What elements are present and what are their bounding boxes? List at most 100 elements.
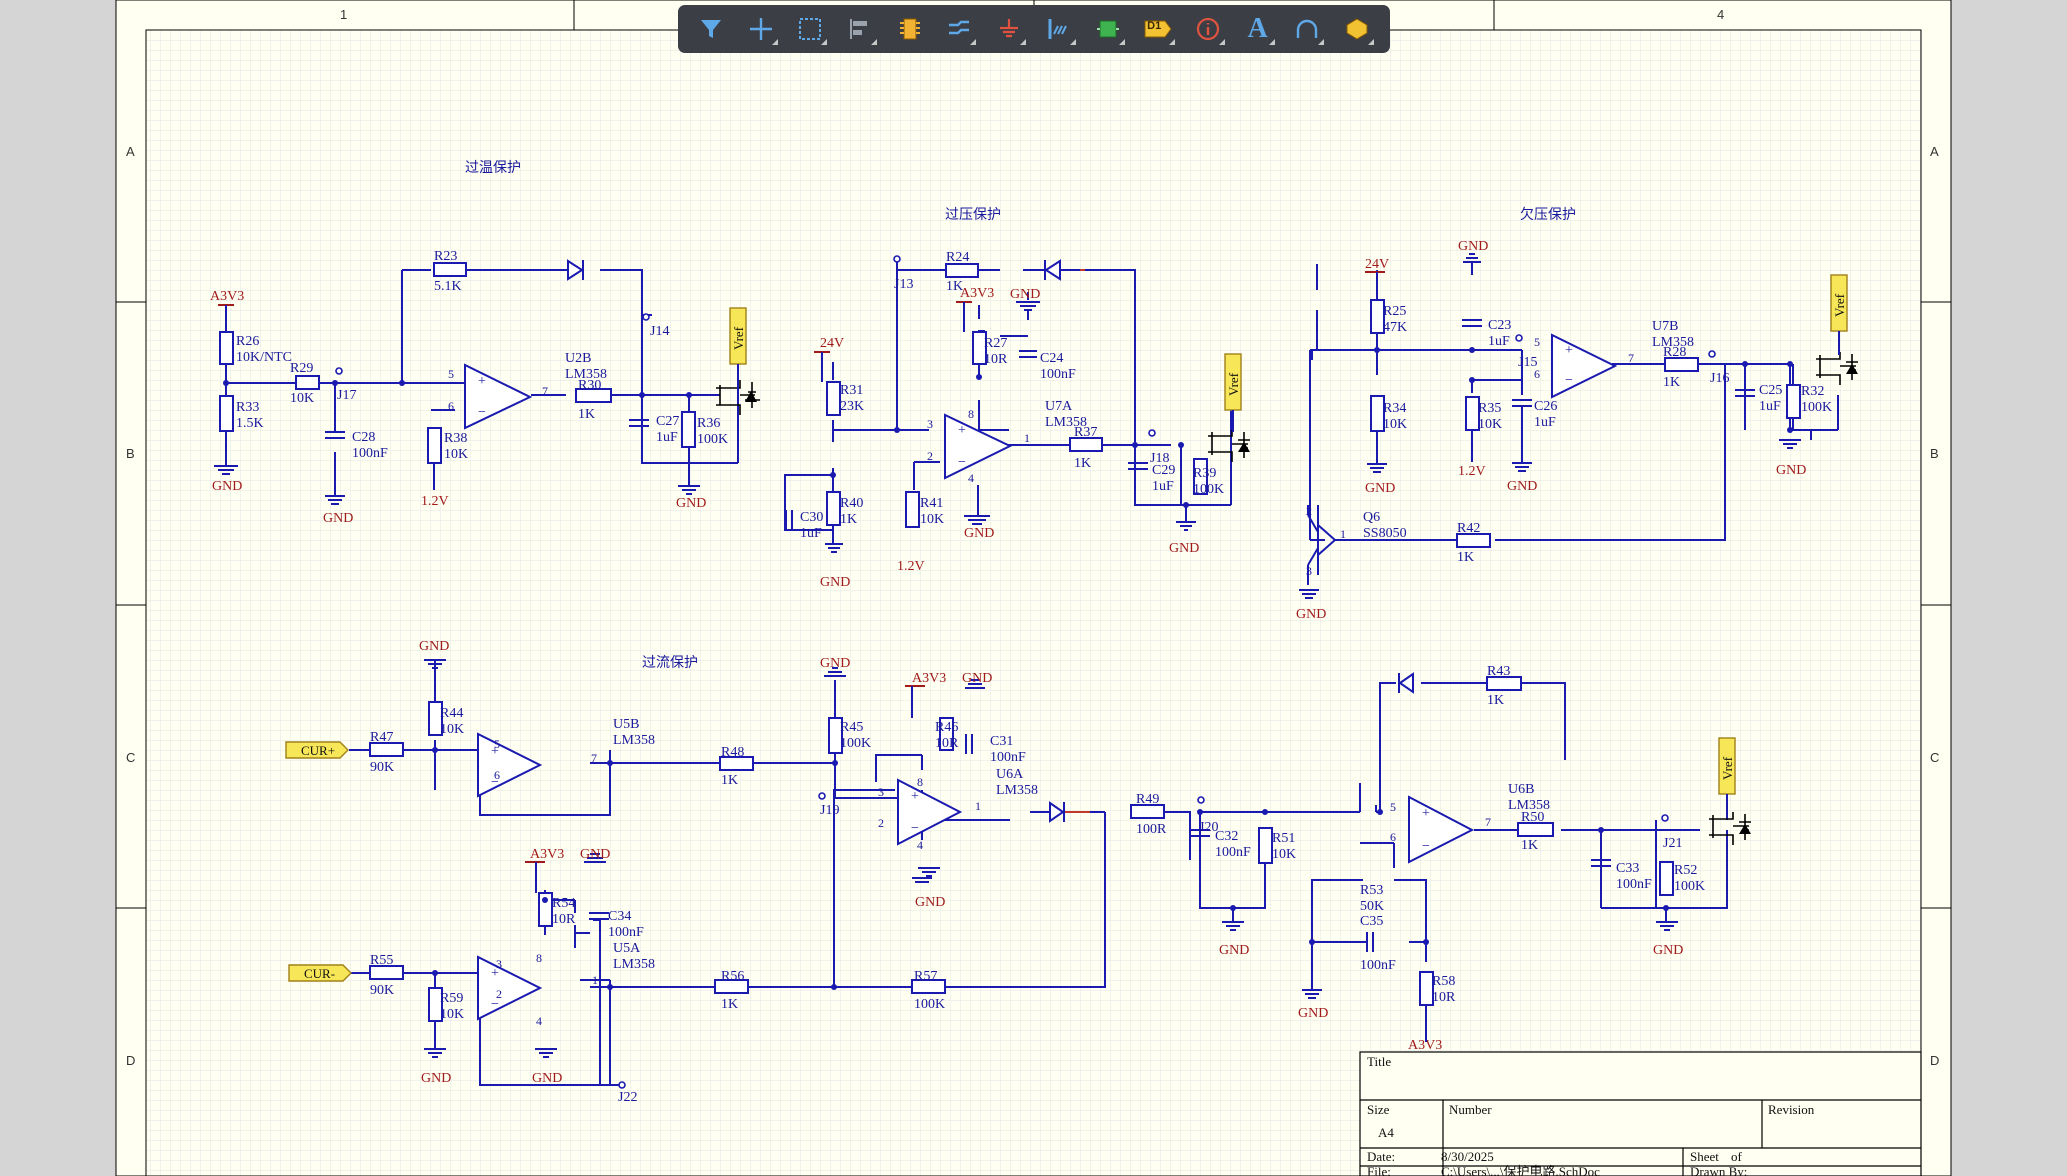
tool-info[interactable] <box>1188 9 1228 49</box>
tool-bus[interactable] <box>1039 9 1079 49</box>
tb-title-label: Title <box>1367 1054 1391 1069</box>
svg-text:−: − <box>911 821 919 836</box>
lbl-U7B: U7B <box>1652 319 1678 334</box>
val-R37: 1K <box>1074 456 1091 471</box>
lbl-R40: R40 <box>840 496 863 511</box>
tool-designator[interactable]: D1 <box>1138 9 1178 49</box>
lbl-R29: R29 <box>290 361 313 376</box>
pwr-1v2-1: 1.2V <box>421 494 449 509</box>
lbl-U2B: U2B <box>565 351 591 366</box>
lbl-U5A: U5A <box>613 941 641 956</box>
pwr-a3v3-3: A3V3 <box>912 671 946 686</box>
lbl-J19: J19 <box>820 803 839 818</box>
lbl-R25: R25 <box>1383 304 1406 319</box>
pwr-gnd-8: GND <box>1365 481 1395 496</box>
lbl-U7A: U7A <box>1045 399 1073 414</box>
lbl-C24: C24 <box>1040 351 1063 366</box>
lbl-R47: R47 <box>370 730 393 745</box>
svg-text:+: + <box>1565 343 1573 358</box>
val-R40: 1K <box>840 512 857 527</box>
pwr-gnd-15: GND <box>962 671 992 686</box>
zone-row-c-right: C <box>1930 750 1939 765</box>
zone-col-1: 1 <box>340 7 347 22</box>
lbl-J14: J14 <box>650 324 669 339</box>
svg-text:8: 8 <box>968 407 974 421</box>
val-R48: 1K <box>721 773 738 788</box>
svg-text:6: 6 <box>448 399 454 413</box>
lbl-R33: R33 <box>236 400 259 415</box>
val-R26: 10K/NTC <box>236 350 292 365</box>
svg-text:−: − <box>1565 373 1573 388</box>
val-R49: 100R <box>1136 822 1167 837</box>
val-R31: 23K <box>840 399 864 414</box>
lbl-C33: C33 <box>1616 861 1639 876</box>
val-R53: 50K <box>1360 899 1384 914</box>
lbl-C23: C23 <box>1488 318 1511 333</box>
val-R44: 10K <box>440 722 464 737</box>
tool-crosshair[interactable] <box>741 9 781 49</box>
zone-row-b-left: B <box>126 446 135 461</box>
lbl-R44: R44 <box>440 706 463 721</box>
lbl-R34: R34 <box>1383 401 1406 416</box>
svg-text:2: 2 <box>878 816 884 830</box>
val-U2B: LM358 <box>565 367 607 382</box>
zone-row-d-left: D <box>126 1053 135 1068</box>
tool-align[interactable] <box>840 9 880 49</box>
lbl-C25: C25 <box>1759 383 1782 398</box>
tool-filter[interactable] <box>691 9 731 49</box>
lbl-R32: R32 <box>1801 384 1824 399</box>
val-R23: 5.1K <box>434 279 462 294</box>
val-R41: 10K <box>920 512 944 527</box>
text-icon: A <box>1247 13 1268 44</box>
val-R50: 1K <box>1521 838 1538 853</box>
tool-select-rect[interactable] <box>790 9 830 49</box>
tool-ground[interactable] <box>989 9 1029 49</box>
svg-text:5: 5 <box>1390 800 1396 814</box>
lbl-C31: C31 <box>990 734 1013 749</box>
pwr-gnd-17: GND <box>1219 943 1249 958</box>
pwr-gnd-1: GND <box>212 479 242 494</box>
val-R51: 10K <box>1272 847 1296 862</box>
val-R32: 100K <box>1801 400 1832 415</box>
val-R54: 10R <box>552 912 576 927</box>
select-rect-icon <box>799 18 822 40</box>
designator-icon <box>1144 20 1172 38</box>
lbl-R51: R51 <box>1272 831 1295 846</box>
svg-text:−: − <box>1422 839 1430 854</box>
tool-shape[interactable] <box>1337 9 1377 49</box>
tool-component[interactable] <box>890 9 930 49</box>
val-R43: 1K <box>1487 693 1504 708</box>
pwr-gnd-22: GND <box>532 1071 562 1086</box>
tb-file-value: C:\Users\...\保护电路.SchDoc <box>1441 1164 1600 1176</box>
lbl-R30: R30 <box>578 378 601 393</box>
lbl-C32: C32 <box>1215 829 1238 844</box>
lbl-C29: C29 <box>1152 463 1175 478</box>
val-R47: 90K <box>370 760 394 775</box>
pwr-24v-1: 24V <box>820 336 844 351</box>
tool-text[interactable]: A <box>1238 9 1278 49</box>
tool-harness[interactable] <box>1088 9 1128 49</box>
section-over-volt: 过压保护 <box>945 207 1001 223</box>
val-R30: 1K <box>578 407 595 422</box>
tool-arc[interactable] <box>1287 9 1327 49</box>
tb-size-value: A4 <box>1378 1125 1394 1140</box>
lbl-U5B: U5B <box>613 717 639 732</box>
lbl-R39: R39 <box>1193 466 1216 481</box>
section-over-temp: 过温保护 <box>465 160 521 176</box>
lbl-R49: R49 <box>1136 792 1159 807</box>
lbl-R35: R35 <box>1478 401 1501 416</box>
tb-file-label: File: <box>1367 1164 1391 1176</box>
val-R24: 1K <box>946 279 963 294</box>
val-R29: 10K <box>290 391 314 406</box>
val-R59: 10K <box>440 1007 464 1022</box>
pwr-gnd-2: GND <box>323 511 353 526</box>
val-R35: 10K <box>1478 417 1502 432</box>
svg-text:7: 7 <box>542 384 548 398</box>
designator-icon-label: D1 <box>1147 20 1162 32</box>
lbl-R52: R52 <box>1674 863 1697 878</box>
tb-sheet-label: Sheet <box>1690 1149 1719 1164</box>
tool-wire[interactable] <box>939 9 979 49</box>
vref-label-1: Vref <box>731 326 746 350</box>
arc-icon <box>1297 19 1318 38</box>
